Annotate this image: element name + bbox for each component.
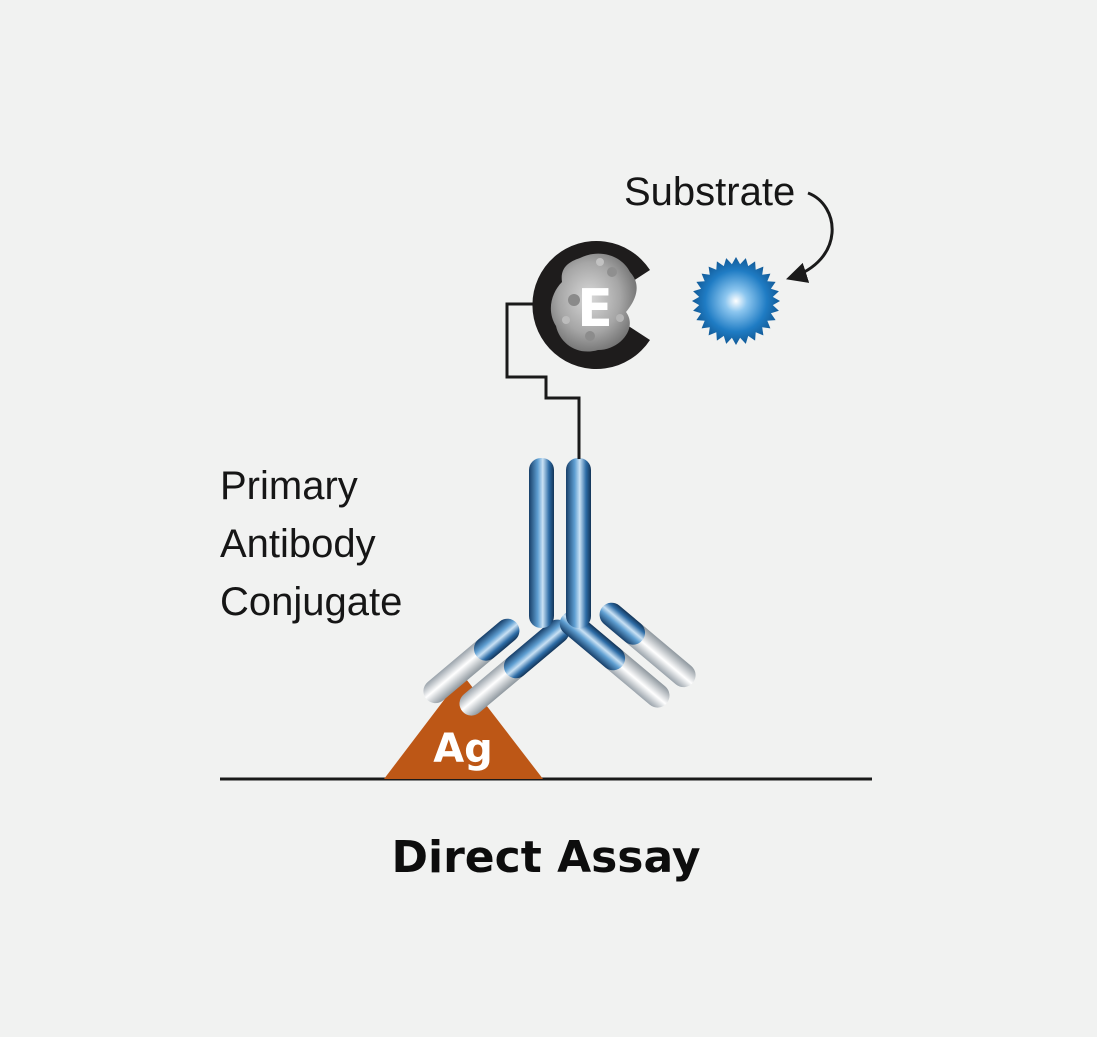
substrate-label: Substrate [624, 170, 795, 214]
enzyme-label: E [577, 279, 613, 339]
antibody-label-line-2: Antibody [220, 522, 376, 566]
linker-line [505, 302, 581, 459]
protein-structure-icon [550, 253, 637, 352]
antigen-triangle-icon [384, 675, 543, 779]
substrate [692, 257, 780, 345]
antibody-icon [423, 458, 696, 716]
antibody-label-line-1: Primary [220, 464, 358, 508]
antigen-label: Ag [433, 726, 493, 772]
curved-arrow-icon [786, 191, 834, 283]
spiky-sphere-icon [692, 257, 780, 345]
antibody-label-line-3: Conjugate [220, 580, 402, 624]
antigen: Ag [384, 675, 543, 779]
antibody-label: Primary Antibody Conjugate [220, 464, 402, 624]
enzyme: E [532, 241, 650, 369]
diagram-caption: Direct Assay [391, 832, 700, 883]
